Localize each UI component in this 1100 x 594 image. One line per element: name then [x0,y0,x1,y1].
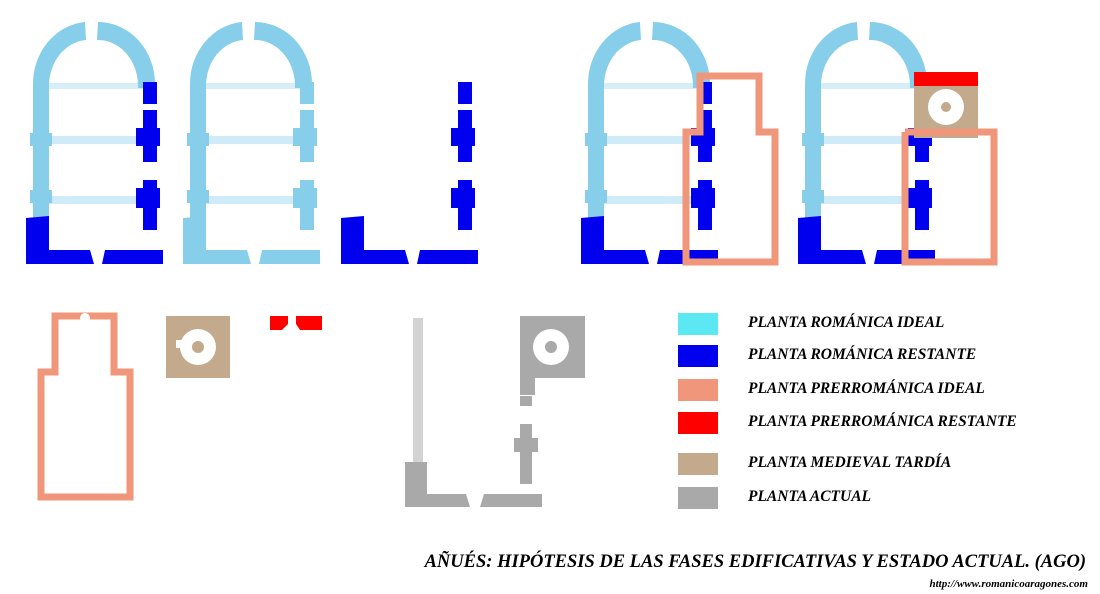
legend-label: PLANTA ROMÁNICA RESTANTE [748,346,977,363]
legend-swatch-gray [678,487,718,509]
plan-romanico-1 [26,22,163,264]
plan-actual [405,316,585,507]
source-url: http://www.romanicoaragones.com [929,578,1088,590]
plan-superposicion-2 [798,22,998,266]
legend-swatch-blue [678,345,718,367]
diagram-caption: AÑUÉS: HIPÓTESIS DE LAS FASES EDIFICATIV… [424,552,1086,572]
legend-label: PLANTA PRERROMÁNICA IDEAL [748,380,985,397]
plan-superposicion-1 [581,22,779,266]
plan-romanico-2 [183,22,320,264]
legend-label: PLANTA PRERROMÁNICA RESTANTE [748,413,1017,430]
plan-medieval-tardia [166,316,230,378]
legend-label: PLANTA MEDIEVAL TARDÍA [748,454,952,471]
plan-prerromanica-restante [270,316,322,330]
legend-swatch-red [678,412,718,434]
legend-swatch-cyan [678,313,718,335]
legend-swatch-tan [678,453,718,475]
legend-label: PLANTA ROMÁNICA IDEAL [748,314,945,331]
legend-swatch-salmon [678,379,718,401]
plan-prerromanica-ideal [41,313,130,497]
legend-label: PLANTA ACTUAL [748,488,872,505]
plan-romanico-restante [341,82,478,264]
